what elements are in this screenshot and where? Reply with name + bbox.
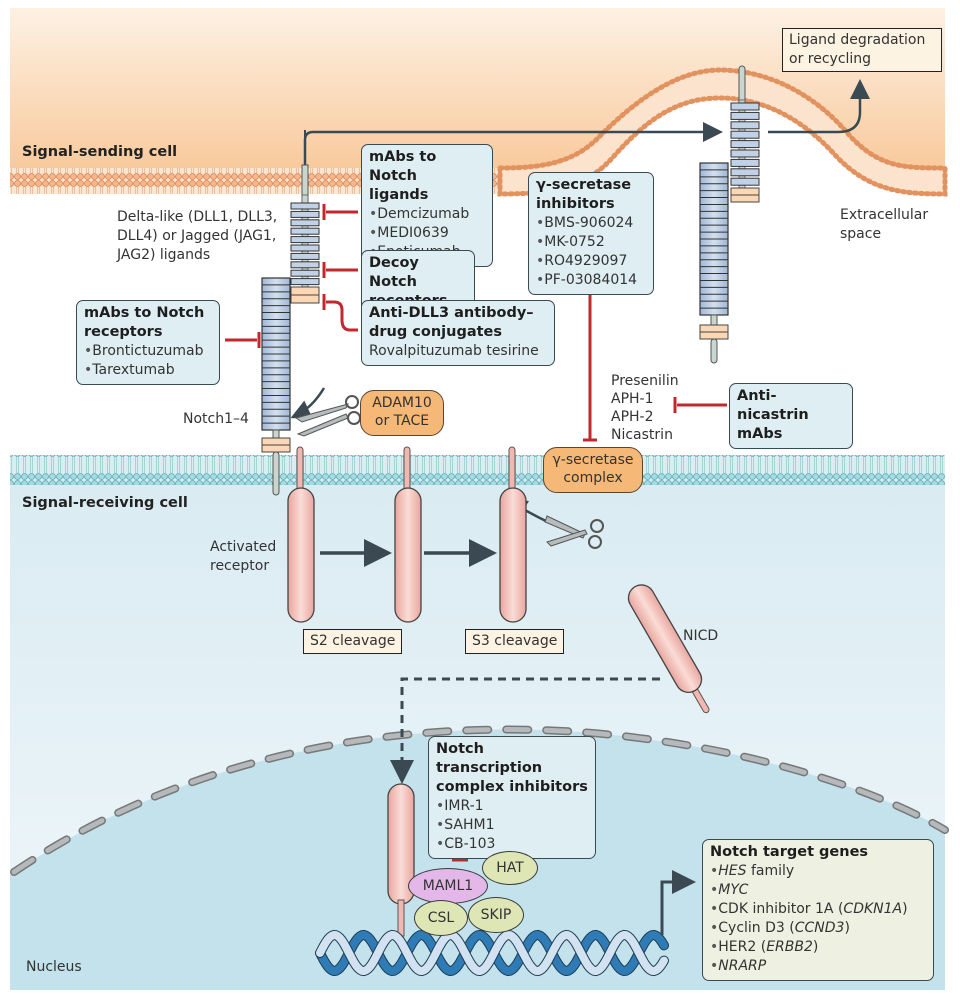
notch-extracellular-domain [699, 162, 729, 364]
target-gene-list: HES familyMYCCDK inhibitor 1A (CDKN1A)Cy… [710, 862, 926, 976]
egf-repeat [730, 149, 760, 158]
s2-cleaved-receptor [394, 446, 422, 623]
csl-protein: CSL [414, 900, 468, 936]
gamma-secretase-complex: γ-secretase complex [543, 447, 643, 493]
ligand-protein [290, 130, 320, 304]
drug-sahm1: SAHM1 [436, 816, 588, 835]
egf-repeat [730, 111, 760, 120]
component-aph2: APH-2 [611, 409, 654, 425]
sending-cell-label: Signal-sending cell [22, 144, 178, 160]
egf-repeat [290, 278, 320, 286]
s2-cleavage-box: S2 cleavage [303, 629, 403, 654]
notch-target-genes-box: Notch target genes HES familyMYCCDK inhi… [702, 839, 934, 981]
receiving-cell-membrane [10, 455, 945, 485]
activated-receptor [287, 446, 315, 623]
nicd-label: NICD [683, 628, 719, 644]
box-title: mAbs to Notch ligands [369, 149, 437, 203]
component-nicastrin: Nicastrin [611, 427, 673, 443]
drug-mk-0752: MK-0752 [536, 233, 646, 252]
dna-strand [316, 930, 668, 976]
box-title: mAbs to Notch receptors [84, 305, 205, 340]
component-aph1: APH-1 [611, 391, 654, 407]
anti-dll3-adc-box: Anti-DLL3 antibody– drug conjugates Rova… [361, 300, 555, 366]
ligand-degradation-box: Ligand degradation or recycling [782, 28, 942, 72]
egf-repeat [290, 252, 320, 260]
egf-repeat [290, 202, 320, 210]
egf-repeat [290, 227, 320, 235]
skip-protein: SKIP [468, 897, 524, 933]
egf-repeat [290, 244, 320, 252]
dna-helix [315, 929, 669, 977]
box-title: γ-secretase inhibitors [536, 177, 632, 212]
activated-receptor-label: Activated receptor [210, 539, 277, 574]
endocytosis-arrow [303, 79, 870, 165]
target-gene: NRARP [710, 957, 926, 976]
gamma-secretase-components: Presenilin APH-1 APH-2 Nicastrin [611, 372, 679, 444]
ligands-label: Delta-like (DLL1, DLL3, DLL4) or Jagged … [117, 209, 278, 263]
egf-repeat [730, 177, 760, 186]
box-title: Anti-nicastrin mAbs [737, 388, 809, 442]
drug-bms-906024: BMS-906024 [536, 214, 646, 233]
drug-rovalpituzumab-tesirine: Rovalpituzumab tesirine [369, 343, 539, 359]
s3-cleavage-box: S3 cleavage [465, 629, 565, 654]
drug-tarextumab: Tarextumab [84, 361, 212, 380]
egf-repeat [290, 219, 320, 227]
drug-pf-03084014: PF-03084014 [536, 271, 646, 290]
nicd [627, 584, 710, 714]
transcription-complex-inhibitors-box: Notch transcription complex inhibitors I… [428, 736, 596, 859]
target-gene: HER2 (ERBB2) [710, 938, 926, 957]
drug-ro4929097: RO4929097 [536, 252, 646, 271]
anti-nicastrin-mabs-box: Anti-nicastrin mAbs [729, 383, 853, 449]
egf-repeat [730, 130, 760, 139]
drug-cb-103: CB-103 [436, 835, 588, 854]
nucleus-label: Nucleus [26, 959, 82, 975]
egf-repeat [290, 269, 320, 277]
adam10-tace-enzyme: ADAM10 or TACE [360, 390, 444, 436]
inhibition-lines [225, 204, 727, 862]
target-gene: MYC [710, 881, 926, 900]
gamma-secretase-inhibitors-box: γ-secretase inhibitors BMS-906024 MK-075… [528, 172, 654, 295]
extracellular-space-label: Extracellular space [840, 207, 929, 242]
egf-repeat [290, 236, 320, 244]
nuclear-nicd [387, 783, 415, 937]
maml1-protein: MAML1 [408, 868, 488, 904]
target-gene: HES family [710, 862, 926, 881]
egf-repeat [730, 158, 760, 167]
egf-repeat [730, 121, 760, 130]
target-gene: CDK inhibitor 1A (CDKN1A) [710, 900, 926, 919]
box-title: Notch transcription complex inhibitors [436, 741, 588, 795]
s3-cleaved-receptor [499, 446, 527, 623]
hat-protein: HAT [482, 851, 538, 885]
endocytosed-ligand [730, 65, 760, 203]
box-title: Notch target genes [710, 844, 869, 860]
nuclear-translocation-arrow [390, 677, 660, 784]
component-presenilin: Presenilin [611, 373, 679, 389]
drug-demcizumab: Demcizumab [369, 205, 485, 224]
egf-repeat [730, 168, 760, 177]
notch-receptor [261, 277, 291, 496]
transcription-start-arrow [660, 870, 696, 935]
target-gene: Cyclin D3 (CCND3) [710, 919, 926, 938]
egf-repeat [290, 210, 320, 218]
drug-brontictuzumab: Brontictuzumab [84, 342, 212, 361]
drug-medi0639: MEDI0639 [369, 224, 485, 243]
notch-label: Notch1–4 [183, 411, 249, 427]
scissors-icon [290, 387, 361, 437]
box-title: Anti-DLL3 antibody– drug conjugates [369, 305, 534, 340]
mabs-to-notch-receptors-box: mAbs to Notch receptors Brontictuzumab T… [76, 300, 220, 385]
egf-repeat [290, 261, 320, 269]
drug-imr-1: IMR-1 [436, 797, 588, 816]
mabs-to-notch-ligands-box: mAbs to Notch ligands Demcizumab MEDI063… [361, 144, 493, 267]
signal-sending-cell [10, 8, 945, 173]
receiving-cell-label: Signal-receiving cell [22, 495, 188, 511]
egf-repeat [730, 140, 760, 149]
egf-repeat [730, 102, 760, 111]
